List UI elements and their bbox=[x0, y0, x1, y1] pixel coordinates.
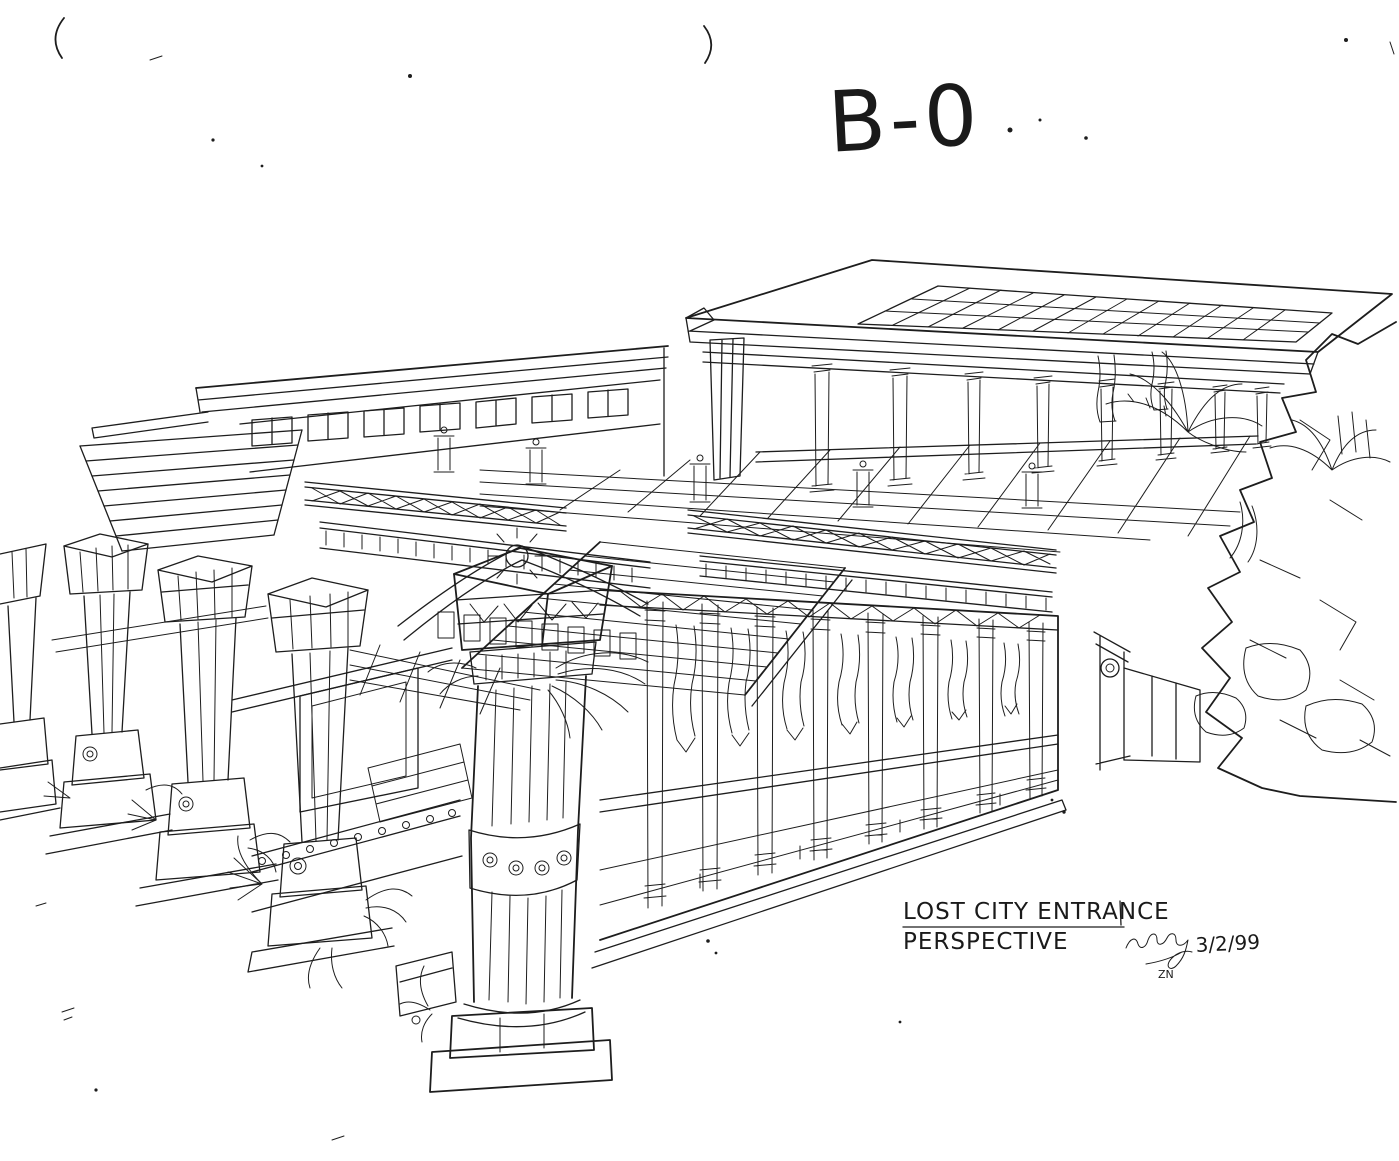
totem-pylon-d bbox=[227, 577, 413, 989]
plaza-statuettes bbox=[433, 426, 1043, 509]
left-wing-building bbox=[195, 345, 669, 477]
baluster-railing bbox=[319, 521, 1053, 613]
rock-outcrop bbox=[1105, 321, 1397, 803]
totem-pylon-b bbox=[43, 533, 183, 855]
pylon-back-ledge bbox=[51, 605, 269, 653]
sheet-code: B-0 bbox=[825, 66, 983, 172]
totem-pylon-c bbox=[127, 555, 291, 907]
drawing-title: LOST CITY ENTRANCE bbox=[903, 899, 1170, 925]
grand-staircase bbox=[461, 541, 853, 707]
drawing-date: 3/2/99 bbox=[1195, 930, 1261, 957]
courtyard-paving bbox=[349, 644, 541, 715]
left-terrace-steps bbox=[79, 429, 303, 552]
foreground-pylon bbox=[395, 547, 649, 1093]
annotation-block: B-0 LOST CITY ENTRANCE PERSPECTIVE ZN 3/… bbox=[825, 66, 1260, 981]
plaza-tile-grid bbox=[479, 435, 1251, 553]
sunburst-ornament bbox=[487, 527, 547, 585]
stray-marks bbox=[35, 17, 1395, 1141]
drawing-subtitle: PERSPECTIVE bbox=[903, 929, 1069, 955]
background-roofline bbox=[91, 411, 209, 439]
pergola-roof bbox=[685, 259, 1393, 375]
title-end-tick bbox=[1119, 900, 1122, 926]
signature-initials: ZN bbox=[1158, 968, 1174, 981]
left-wall-section bbox=[231, 647, 473, 913]
artist-signature bbox=[1125, 933, 1193, 969]
pergola-colonnade bbox=[702, 337, 1285, 493]
totem-pylon-a bbox=[0, 543, 61, 821]
lattice-balustrade bbox=[304, 481, 1057, 574]
